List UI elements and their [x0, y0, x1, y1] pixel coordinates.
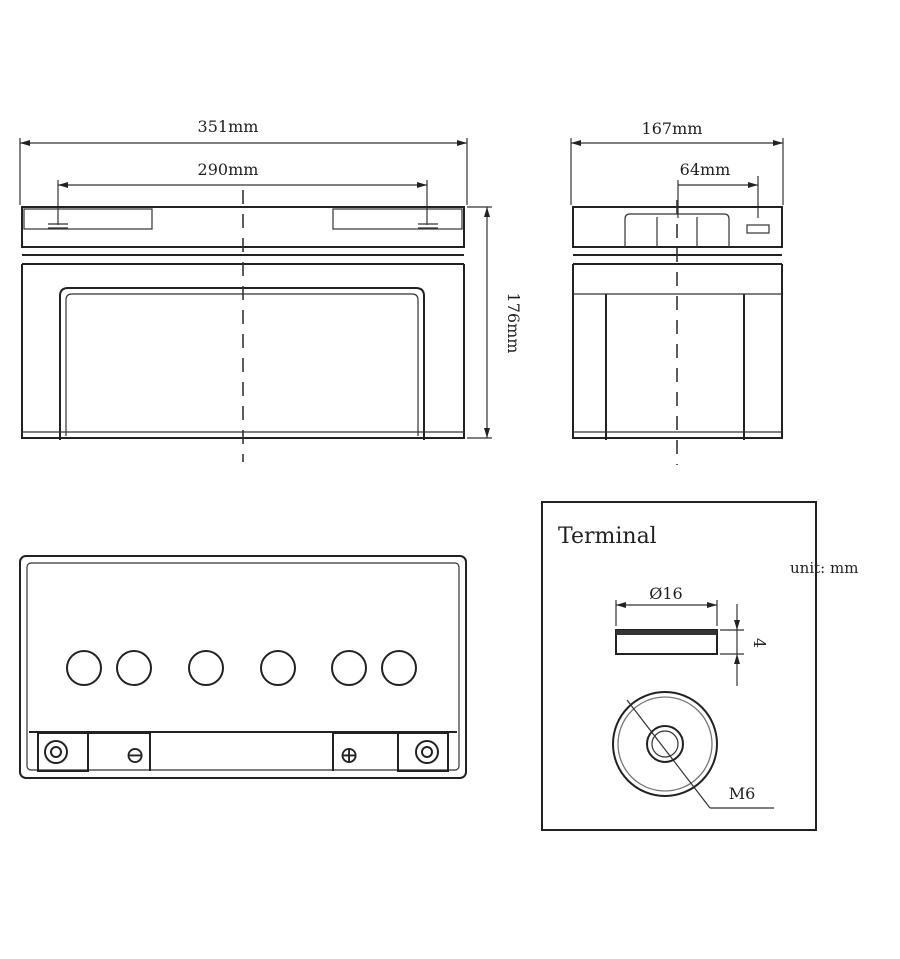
- thread-label: M6: [729, 784, 756, 803]
- negative-symbol: ⊖: [125, 741, 145, 769]
- vent-caps: [66, 650, 417, 686]
- height-label: 176mm: [504, 293, 523, 354]
- overall-width-label: 351mm: [198, 117, 259, 136]
- terminal-offset-label: 64mm: [680, 160, 731, 179]
- unit-note: unit: mm: [790, 559, 858, 577]
- side-view: 167mm 64mm: [570, 119, 784, 465]
- depth-label: 167mm: [642, 119, 703, 138]
- terminal-title: Terminal: [558, 524, 657, 549]
- diameter-label: Ø16: [649, 584, 682, 603]
- front-view: 351mm 290mm 176mm: [19, 117, 523, 462]
- terminal-spacing-label: 290mm: [198, 160, 259, 179]
- terminal-detail: Terminal Ø16 4 M6: [541, 501, 817, 831]
- thickness-label: 4: [750, 638, 769, 648]
- top-view: ⊖ ⊕: [19, 555, 467, 779]
- positive-symbol: ⊕: [339, 741, 359, 769]
